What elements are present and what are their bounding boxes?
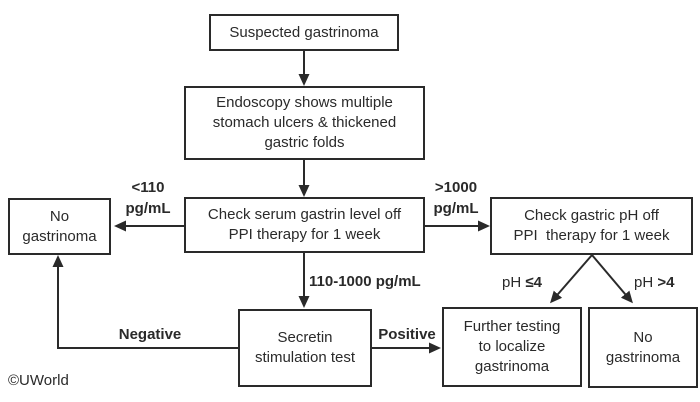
node-secretin-stimulation-test: Secretin stimulation test — [238, 309, 372, 387]
node-endoscopy-findings: Endoscopy shows multiple stomach ulcers … — [184, 86, 425, 160]
arrow-gastric-ph-to-no-gastrinoma-right — [591, 254, 633, 304]
node-further-testing: Further testing to localize gastrinoma — [442, 307, 582, 387]
edge-label-ph-gt-4: pH >4 — [634, 272, 674, 293]
node-no-gastrinoma-right: No gastrinoma — [588, 307, 698, 388]
node-no-gastrinoma-left: No gastrinoma — [8, 198, 111, 255]
edge-label-ph-le-4: pH ≤4 — [502, 272, 542, 293]
node-suspected-gastrinoma: Suspected gastrinoma — [209, 14, 399, 51]
ph-gt-4-prefix: pH — [634, 274, 654, 291]
uworld-copyright: ©UWorld — [8, 372, 69, 389]
ph-le-4-prefix: pH — [502, 274, 522, 291]
arrow-gastric-ph-to-further-testing — [550, 254, 593, 304]
edge-label-positive: Positive — [378, 326, 436, 343]
edge-label-gt-1000-pg-ml: >1000 pg/mL — [433, 179, 479, 217]
edge-label-lt-110-pg-ml: <110 pg/mL — [125, 179, 171, 217]
ph-gt-4-value: >4 — [657, 274, 675, 291]
edge-label-negative: Negative — [118, 326, 182, 343]
node-check-gastric-ph: Check gastric pH off PPI therapy for 1 w… — [490, 197, 693, 255]
edge-label-110-1000-pg-ml: 110-1000 pg/mL — [309, 273, 421, 290]
node-check-serum-gastrin: Check serum gastrin level off PPI therap… — [184, 197, 425, 253]
ph-le-4-value: ≤4 — [525, 274, 542, 291]
